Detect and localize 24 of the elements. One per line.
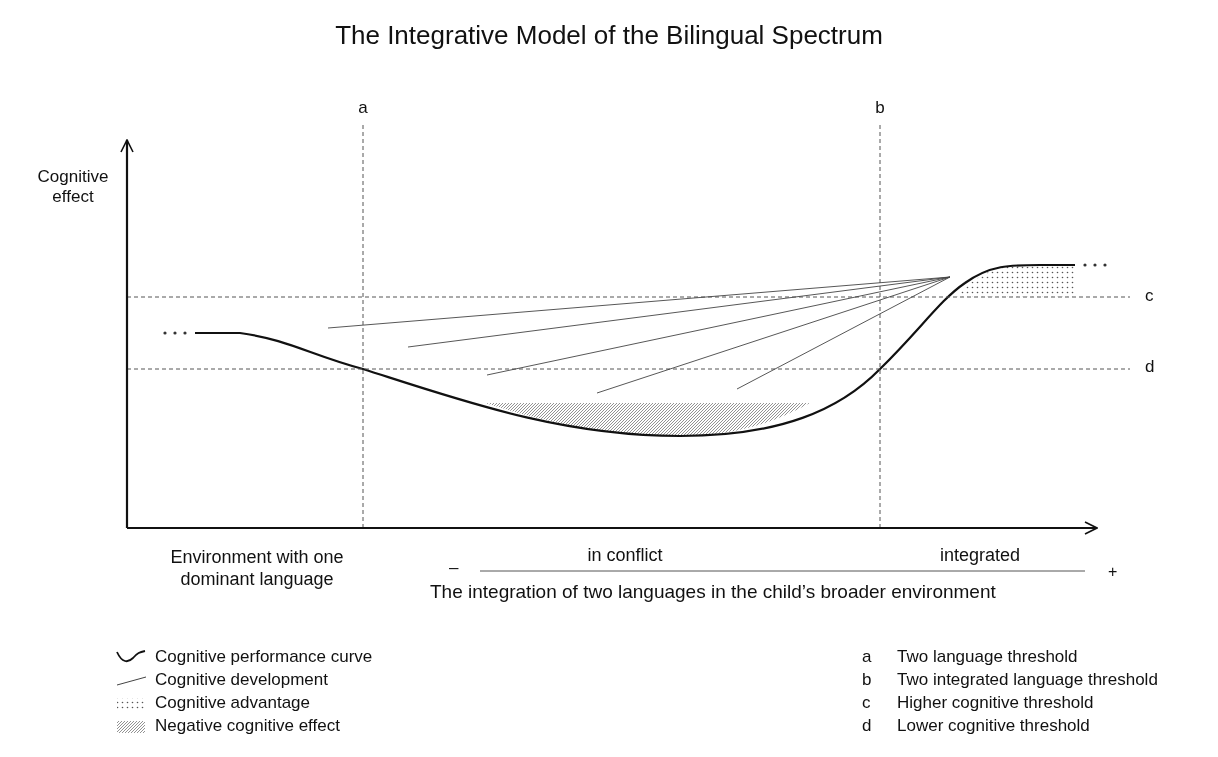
legend-text: Higher cognitive threshold bbox=[897, 693, 1094, 714]
legend-text: Lower cognitive threshold bbox=[897, 716, 1090, 737]
threshold-letter: a bbox=[358, 98, 368, 119]
legend-text: Cognitive advantage bbox=[155, 693, 310, 714]
legend-text: Two language threshold bbox=[897, 647, 1078, 668]
legend-letter: b bbox=[862, 670, 872, 691]
legend-text: Cognitive development bbox=[155, 670, 328, 691]
legend-text: Two integrated language threshold bbox=[897, 670, 1158, 691]
threshold-letter: d bbox=[1145, 357, 1155, 378]
legend-letter: c bbox=[862, 693, 871, 714]
axis-label: The integration of two languages in the child’s broader environment bbox=[430, 581, 996, 604]
legend-text: Cognitive performance curve bbox=[155, 647, 373, 668]
legend-letter: a bbox=[862, 647, 872, 668]
axis-label: Cognitive effect bbox=[36, 167, 110, 208]
plus-sign: + bbox=[1108, 562, 1118, 582]
threshold-letter: b bbox=[875, 98, 885, 119]
legend-letter: d bbox=[862, 716, 872, 737]
diagram-title: The Integrative Model of the Bilingual Spectrum bbox=[335, 20, 883, 52]
threshold-letter: c bbox=[1145, 286, 1154, 307]
axis-label: Environment with one dominant language bbox=[169, 547, 345, 591]
minus-sign: – bbox=[449, 558, 459, 579]
scale-label: in conflict bbox=[587, 545, 663, 567]
legend-text: Negative cognitive effect bbox=[155, 716, 340, 737]
scale-label: integrated bbox=[939, 545, 1021, 567]
